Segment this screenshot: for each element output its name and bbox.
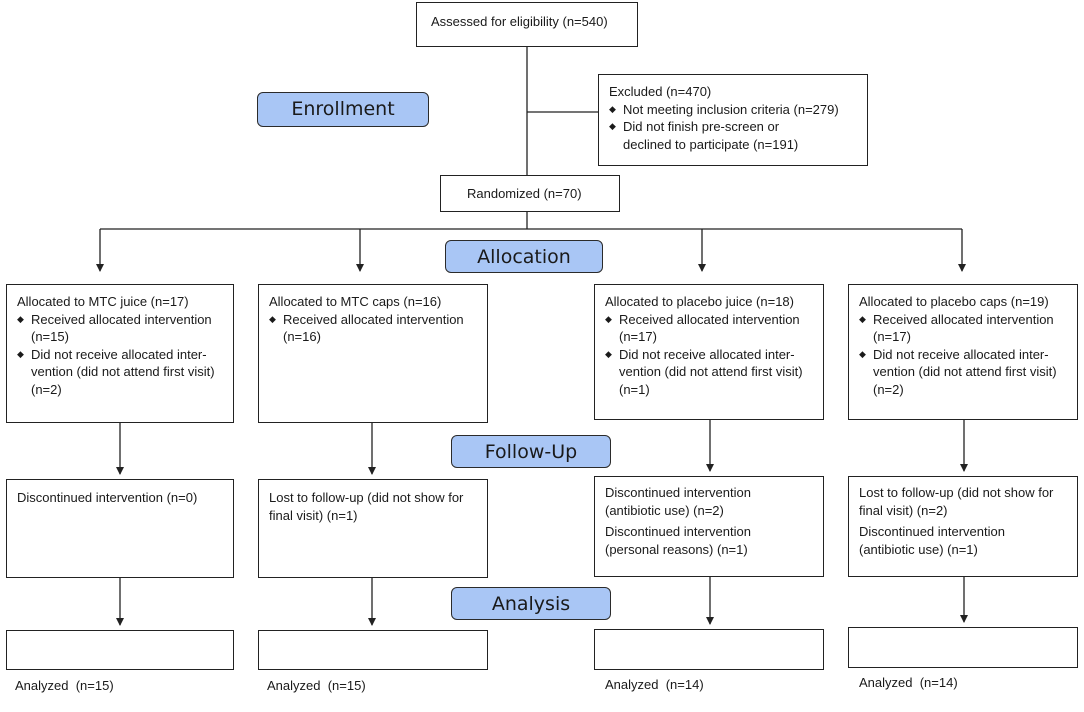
bullet-icon: ◆ bbox=[605, 313, 612, 324]
followup-box-arm2: Lost to follow-up (did not show for fina… bbox=[258, 479, 488, 578]
excluded-item: ◆Not meeting inclusion criteria (n=279) bbox=[609, 101, 839, 117]
excluded-box: Excluded (n=470) ◆Not meeting inclusion … bbox=[598, 74, 868, 166]
bullet-icon: ◆ bbox=[609, 121, 616, 131]
stage-analysis: Analysis bbox=[451, 587, 611, 620]
received-item: ◆Received allocated intervention (n=15) bbox=[17, 311, 212, 345]
bullet-icon: ◆ bbox=[17, 348, 24, 359]
analysis-box-arm2: Analyzed (n=15) bbox=[258, 630, 488, 693]
randomized-label: Randomized (n=70) bbox=[467, 186, 582, 201]
excluded-title: Excluded (n=470) bbox=[609, 84, 712, 99]
allocation-box-arm1: Allocated to MTC juice (n=17) ◆Received … bbox=[6, 284, 234, 423]
stage-follow-up: Follow-Up bbox=[451, 435, 611, 468]
followup-text: Discontinued intervention (antibiotic us… bbox=[605, 485, 751, 518]
followup-text: Discontinued intervention (antibiotic us… bbox=[859, 524, 1005, 557]
analysis-box-arm1: Analyzed (n=15) bbox=[6, 630, 234, 693]
followup-text: Lost to follow-up (did not show for fina… bbox=[269, 490, 464, 523]
stage-allocation: Allocation bbox=[445, 240, 603, 273]
analyzed-label: Analyzed (n=14) bbox=[859, 675, 958, 690]
assessed-box: Assessed for eligibility (n=540) bbox=[416, 2, 638, 47]
followup-box-arm1: Discontinued intervention (n=0) bbox=[6, 479, 234, 578]
allocation-box-arm2: Allocated to MTC caps (n=16) ◆Received a… bbox=[258, 284, 488, 423]
received-item: ◆Received allocated intervention (n=17) bbox=[859, 311, 1054, 345]
assessed-label: Assessed for eligibility (n=540) bbox=[431, 14, 608, 29]
analysis-box-arm4: Analyzed (n=14) bbox=[848, 627, 1078, 690]
followup-text: Discontinued intervention (personal reas… bbox=[605, 524, 751, 557]
not-received-item: ◆Did not receive allocated inter-vention… bbox=[605, 346, 803, 397]
flow-connectors bbox=[96, 47, 968, 626]
followup-box-arm3: Discontinued intervention (antibiotic us… bbox=[594, 476, 824, 577]
analyzed-label: Analyzed (n=14) bbox=[605, 677, 704, 692]
bullet-icon: ◆ bbox=[609, 103, 616, 114]
excluded-item: ◆Did not finish pre-screen or declined t… bbox=[609, 119, 799, 152]
allocation-box-arm3: Allocated to placebo juice (n=18) ◆Recei… bbox=[594, 284, 824, 420]
allocation-box-arm4: Allocated to placebo caps (n=19) ◆Receiv… bbox=[848, 284, 1078, 420]
allocated-label: Allocated to placebo caps (n=19) bbox=[859, 294, 1049, 309]
not-received-item: ◆Did not receive allocated inter-vention… bbox=[17, 346, 215, 397]
bullet-icon: ◆ bbox=[17, 313, 24, 324]
followup-text: Discontinued intervention (n=0) bbox=[17, 490, 198, 505]
bullet-icon: ◆ bbox=[859, 348, 866, 359]
allocated-label: Allocated to MTC caps (n=16) bbox=[269, 294, 442, 309]
analyzed-label: Analyzed (n=15) bbox=[15, 678, 114, 693]
randomized-box: Randomized (n=70) bbox=[440, 175, 620, 212]
analysis-box-arm3: Analyzed (n=14) bbox=[594, 629, 824, 692]
bullet-icon: ◆ bbox=[269, 313, 276, 324]
followup-text: Lost to follow-up (did not show for fina… bbox=[859, 485, 1054, 518]
bullet-icon: ◆ bbox=[859, 313, 866, 324]
received-item: ◆Received allocated intervention (n=16) bbox=[269, 311, 464, 345]
analyzed-label: Analyzed (n=15) bbox=[267, 678, 366, 693]
bullet-icon: ◆ bbox=[605, 348, 612, 359]
allocated-label: Allocated to placebo juice (n=18) bbox=[605, 294, 794, 309]
stage-enrollment: Enrollment bbox=[257, 92, 429, 127]
followup-box-arm4: Lost to follow-up (did not show for fina… bbox=[848, 476, 1078, 577]
allocated-label: Allocated to MTC juice (n=17) bbox=[17, 294, 189, 309]
not-received-item: ◆Did not receive allocated inter-vention… bbox=[859, 346, 1057, 397]
received-item: ◆Received allocated intervention (n=17) bbox=[605, 311, 800, 345]
